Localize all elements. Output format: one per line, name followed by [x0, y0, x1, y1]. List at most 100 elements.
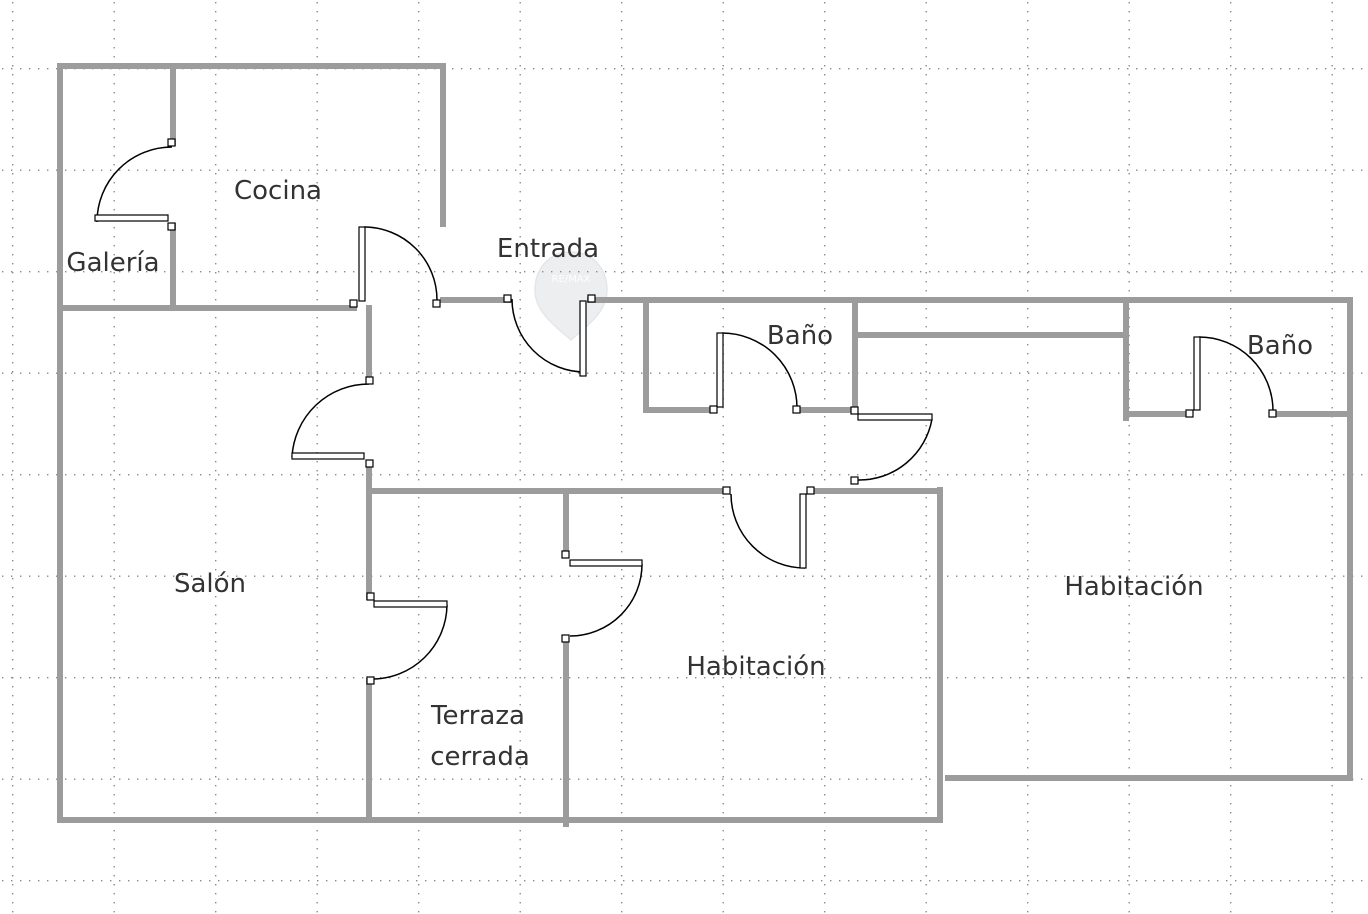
grid-dot	[713, 778, 715, 780]
grid-dot	[668, 575, 670, 577]
grid-dot	[965, 880, 967, 882]
grid-dot	[12, 551, 14, 553]
grid-dot	[1163, 880, 1165, 882]
grid-dot	[794, 677, 796, 679]
grid-dot	[308, 169, 310, 171]
grid-dot	[497, 677, 499, 679]
grid-dot	[659, 68, 661, 70]
grid-dot	[418, 92, 420, 94]
grid-dot	[1331, 56, 1333, 58]
grid-dot	[1027, 74, 1029, 76]
grid-dot	[519, 803, 521, 805]
grid-dot	[623, 677, 625, 679]
grid-dot	[146, 169, 148, 171]
grid-dot	[1128, 470, 1130, 472]
grid-dot	[316, 803, 318, 805]
grid-dot	[1331, 659, 1333, 661]
grid-dot	[1230, 209, 1232, 211]
grid-dot	[101, 880, 103, 882]
grid-dot	[824, 785, 826, 787]
grid-dot	[316, 785, 318, 787]
grid-dot	[621, 749, 623, 751]
grid-dot	[1331, 605, 1333, 607]
grid-dot	[812, 778, 814, 780]
grid-dot	[316, 830, 318, 832]
grid-dot	[218, 677, 220, 679]
grid-dot	[215, 866, 217, 868]
grid-dot	[605, 677, 607, 679]
grid-dot	[1109, 575, 1111, 577]
grid-dot	[362, 169, 364, 171]
grid-dot	[236, 474, 238, 476]
grid-dot	[722, 578, 724, 580]
grid-dot	[1230, 902, 1232, 904]
grid-dot	[398, 677, 400, 679]
grid-dot	[1208, 372, 1210, 374]
grid-dot	[1331, 290, 1333, 292]
grid-dot	[677, 169, 679, 171]
grid-dot	[1361, 575, 1363, 577]
grid-dot	[418, 569, 420, 571]
grid-dot	[200, 880, 202, 882]
grid-dot	[947, 880, 949, 882]
grid-dot	[47, 372, 49, 374]
grid-dot	[1127, 68, 1129, 70]
grid-dot	[128, 474, 130, 476]
grid-dot	[1325, 68, 1327, 70]
grid-dot	[1199, 169, 1201, 171]
grid-dot	[925, 731, 927, 733]
grid-dot	[704, 880, 706, 882]
grid-dot	[1019, 169, 1021, 171]
grid-dot	[1128, 497, 1130, 499]
grid-dot	[621, 434, 623, 436]
grid-dot	[113, 569, 115, 571]
grid-dot	[1027, 2, 1029, 4]
door-kitchen-hall	[349, 226, 441, 308]
grid-dot	[1128, 515, 1130, 517]
grid-dot	[389, 271, 391, 273]
grid-dot	[1230, 47, 1232, 49]
grid-dot	[1230, 92, 1232, 94]
grid-dot	[1172, 880, 1174, 882]
grid-dot	[418, 497, 420, 499]
grid-dot	[1343, 169, 1345, 171]
grid-dot	[1027, 263, 1029, 265]
grid-dot	[1027, 578, 1029, 580]
grid-dot	[794, 169, 796, 171]
grid-dot	[621, 704, 623, 706]
grid-dot	[74, 271, 76, 273]
grid-dot	[1027, 470, 1029, 472]
grid-dot	[29, 778, 31, 780]
grid-dot	[1010, 677, 1012, 679]
grid-dot	[519, 119, 521, 121]
grid-dot	[470, 169, 472, 171]
grid-dot	[418, 11, 420, 13]
grid-dot	[866, 271, 868, 273]
grid-dot	[113, 335, 115, 337]
grid-dot	[479, 372, 481, 374]
grid-dot	[418, 389, 420, 391]
grid-dot	[911, 169, 913, 171]
grid-dot	[1128, 389, 1130, 391]
grid-dot	[1217, 677, 1219, 679]
grid-dot	[722, 794, 724, 796]
grid-dot	[722, 272, 724, 274]
grid-dot	[925, 281, 927, 283]
grid-dot	[824, 749, 826, 751]
grid-dot	[569, 575, 571, 577]
grid-dot	[316, 398, 318, 400]
grid-dot	[418, 596, 420, 598]
grid-dot	[911, 372, 913, 374]
grid-dot	[236, 271, 238, 273]
grid-dot	[1343, 68, 1345, 70]
grid-dot	[569, 372, 571, 374]
grid-dot	[416, 474, 418, 476]
grid-dot	[12, 101, 14, 103]
grid-dot	[316, 767, 318, 769]
grid-dot	[929, 474, 931, 476]
grid-dot	[722, 191, 724, 193]
grid-dot	[1037, 575, 1039, 577]
grid-dot	[1128, 425, 1130, 427]
grid-dot	[1316, 271, 1318, 273]
